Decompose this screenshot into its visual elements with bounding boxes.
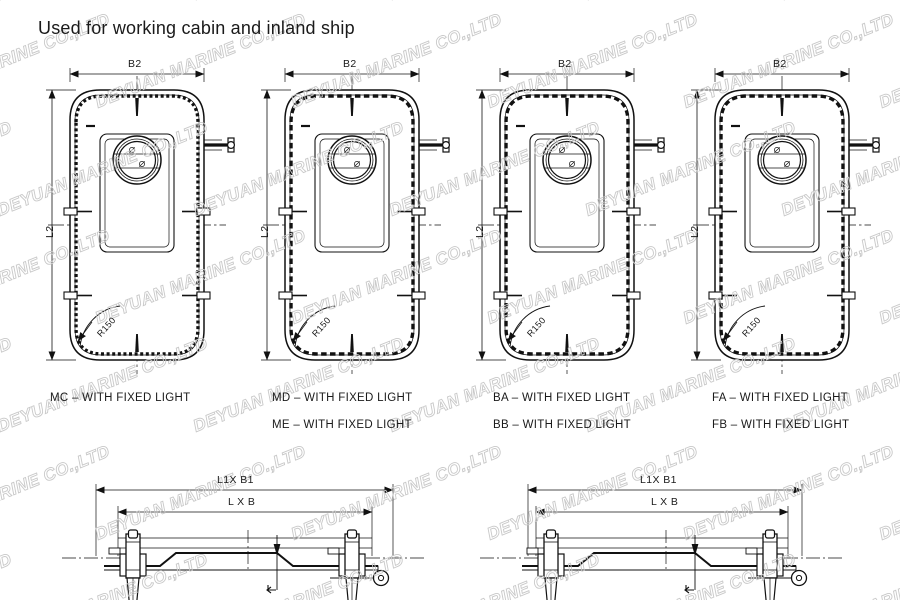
dimension-b2-mc bbox=[69, 68, 205, 82]
dimension-b2-ba bbox=[499, 68, 635, 82]
caption-fa: FA – WITH FIXED LIGHT bbox=[712, 392, 849, 404]
dim-label-b2-md: B2 bbox=[343, 58, 357, 70]
caption-md: MD – WITH FIXED LIGHT bbox=[272, 392, 413, 404]
dim-label-b2-ba: B2 bbox=[558, 58, 572, 70]
dim-label-l2-fa: L2 bbox=[689, 225, 701, 238]
dimension-l1b1-left bbox=[95, 484, 394, 556]
radius-leader-fa bbox=[722, 305, 766, 348]
dim-label-l1b1-right: L1X B1 bbox=[640, 474, 677, 486]
radius-label-md: R150 bbox=[310, 315, 333, 339]
dimension-l2-md bbox=[261, 89, 291, 361]
dimension-l2-fa bbox=[691, 89, 721, 361]
radius-leader-mc bbox=[77, 305, 121, 348]
dimension-l2-mc bbox=[46, 89, 76, 361]
section-arrow-left bbox=[247, 530, 281, 594]
dim-label-l2-ba: L2 bbox=[474, 225, 486, 238]
elevation-view-md-me bbox=[261, 68, 452, 375]
dim-label-lb-left: L X B bbox=[228, 496, 256, 508]
radius-label-ba: R150 bbox=[525, 315, 548, 339]
elevation-view-ba-bb bbox=[476, 68, 667, 375]
section-view-right bbox=[480, 484, 842, 600]
dim-label-l2-md: L2 bbox=[259, 225, 271, 238]
dimension-l1b1-right bbox=[527, 484, 803, 556]
caption-mc: MC – WITH FIXED LIGHT bbox=[50, 392, 191, 404]
dim-label-b2-fa: B2 bbox=[773, 58, 787, 70]
caption-bb: BB – WITH FIXED LIGHT bbox=[493, 419, 631, 431]
radius-label-fa: R150 bbox=[740, 315, 763, 339]
dimension-b2-md bbox=[284, 68, 420, 82]
radius-leader-ba bbox=[507, 305, 551, 348]
elevation-view-mc bbox=[46, 68, 237, 375]
caption-me: ME – WITH FIXED LIGHT bbox=[272, 419, 412, 431]
dim-label-l2-mc: L2 bbox=[44, 225, 56, 238]
dim-label-b2-mc: B2 bbox=[128, 58, 142, 70]
section-arrow-right bbox=[665, 530, 699, 594]
caption-ba: BA – WITH FIXED LIGHT bbox=[493, 392, 631, 404]
dim-label-lb-right: L X B bbox=[651, 496, 679, 508]
caption-fb: FB – WITH FIXED LIGHT bbox=[712, 419, 850, 431]
dimension-l2-ba bbox=[476, 89, 506, 361]
roller-right-section bbox=[790, 569, 808, 587]
section-view-left bbox=[62, 484, 424, 600]
radius-leader-md bbox=[292, 305, 336, 348]
elevation-view-fa-fb bbox=[691, 68, 882, 375]
page-title: Used for working cabin and inland ship bbox=[38, 18, 355, 38]
dimension-b2-fa bbox=[714, 68, 850, 82]
dim-label-l1b1-left: L1X B1 bbox=[217, 474, 254, 486]
roller-left-section bbox=[372, 569, 390, 587]
radius-label-mc: R150 bbox=[95, 315, 118, 339]
